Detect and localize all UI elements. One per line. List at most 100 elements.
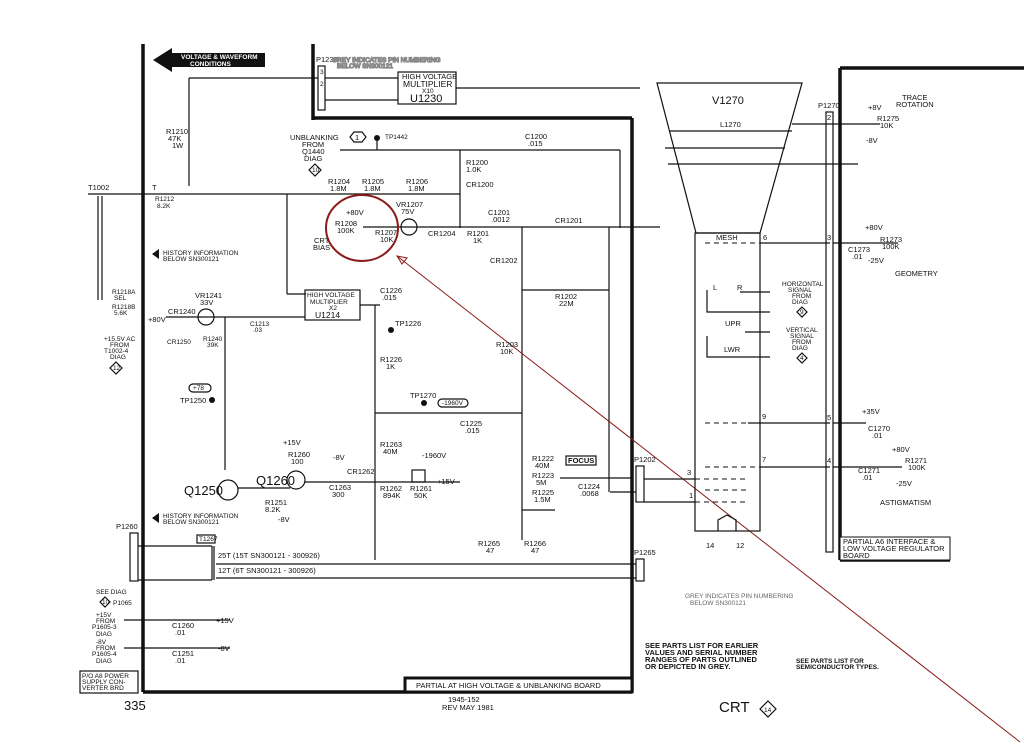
schematic-label: 1.8M	[408, 184, 425, 193]
r1218-network: R1218A SEL R1218B 5.6K +15.5V AC FROM T1…	[104, 289, 136, 375]
schematic-label: FROM	[792, 293, 811, 300]
schematic-wire	[188, 383, 212, 393]
schematic-label: R1265	[478, 539, 500, 548]
schematic-label: T1002-4	[104, 348, 129, 355]
schematic-wire	[129, 532, 139, 582]
schematic-label: R1203	[496, 340, 518, 349]
schematic-label: Q1260	[256, 473, 295, 488]
schematic-label: R1218A	[112, 289, 136, 296]
schematic-label: RANGES OF PARTS OUTLINED	[645, 655, 758, 664]
schematic-label: R1200	[466, 158, 488, 167]
schematic-label: C1225	[460, 419, 482, 428]
schematic-label: PARTIAL A6 INTERFACE &	[843, 537, 935, 546]
deflection-plates: L R UPR LWR HORIZONTAL SIGNAL FROM DIAG …	[706, 281, 824, 364]
schematic-label: -8V	[866, 136, 878, 145]
schematic-label: 100K	[882, 242, 900, 251]
schematic-label: 6	[763, 233, 767, 242]
schematic-label: +8V	[868, 103, 882, 112]
schematic-label: Q1250	[184, 483, 223, 498]
schematic-label: C1260	[172, 621, 194, 630]
schematic-label: U1214	[315, 310, 340, 320]
schematic-label: OR DEPICTED IN GREY.	[645, 662, 730, 671]
schematic-label: TP1442	[385, 134, 408, 141]
schematic-label: 14	[764, 707, 772, 714]
schematic-label: DIAG	[96, 631, 112, 638]
schematic-label: DIAG	[304, 154, 323, 163]
schematic-label: P1260	[116, 522, 138, 531]
history-note-2: HISTORY INFORMATION BELOW SN300121	[152, 513, 239, 526]
schematic-label: R1240	[203, 336, 223, 343]
schematic-label: 3	[320, 69, 324, 76]
schematic-label: SUPPLY CON-	[82, 679, 125, 686]
schematic-label: TP1250	[180, 396, 206, 405]
schematic-wire	[565, 455, 597, 466]
schematic-label: 8.2K	[157, 203, 171, 210]
schematic-label: C1213	[250, 321, 270, 328]
schematic-label: +15V	[283, 438, 301, 447]
schematic-wire	[796, 306, 808, 318]
schematic-label: 47K	[168, 134, 181, 143]
schematic-label: UNBLANKING	[290, 133, 339, 142]
schematic-label: TP1270	[410, 391, 436, 400]
schematic-label: SEE DIAG	[96, 589, 127, 596]
schematic-label: X10	[422, 88, 434, 95]
schematic-label: HORIZONTAL	[782, 281, 824, 288]
schematic-label: LOW VOLTAGE REGULATOR	[843, 544, 945, 553]
grey-pin-note-top-2: BELOW SN300121	[337, 63, 393, 70]
semiconductor-note: SEE PARTS LIST FOR SEMICONDUCTOR TYPES.	[796, 658, 879, 671]
schematic-label: VERTICAL	[786, 327, 818, 334]
schematic-wire	[99, 596, 111, 608]
schematic-label: FROM	[96, 618, 115, 625]
schematic-label: 40M	[383, 447, 398, 456]
schematic-label: 25T (15T SN300121 - 300926)	[218, 551, 320, 560]
schematic-label: +80V	[346, 208, 364, 217]
schematic-label: C1270	[868, 424, 890, 433]
crt-v1270: V1270 L1270 MESH 6 9 7 3 1 14 12	[656, 82, 830, 550]
schematic-wire	[286, 470, 306, 490]
schematic-label: 1K	[386, 362, 395, 371]
schematic-label: .0068	[580, 489, 599, 498]
schematic-label: 12	[113, 365, 121, 372]
schematic-label: R1212	[155, 196, 175, 203]
schematic-label: R1202	[555, 292, 577, 301]
schematic-label: MULTIPLIER	[403, 79, 452, 89]
schematic-label: 1K	[473, 236, 482, 245]
tp1442: 1 TP1442	[349, 131, 408, 143]
schematic-label: 5.6K	[114, 310, 128, 317]
schematic-label: CR1202	[490, 256, 518, 265]
schematic-label: C1200	[525, 132, 547, 141]
schematic-label: 10K	[500, 347, 513, 356]
schematic-label: DIAG	[96, 658, 112, 665]
highlight-annotation	[325, 194, 1021, 743]
schematic-label: CR1204	[428, 229, 456, 238]
schematic-label: 9	[800, 309, 804, 316]
schematic-wire	[437, 398, 469, 408]
schematic-label: R1271	[905, 456, 927, 465]
schematic-label: 1945-152	[448, 695, 480, 704]
schematic-label: SEE PARTS LIST FOR EARLIER	[645, 641, 759, 650]
schematic-wire	[396, 255, 1021, 743]
schematic-label: 1.0K	[466, 165, 481, 174]
schematic-wire	[694, 232, 761, 532]
p1230-connector: P1230 3 2 GREY INDICATES PIN NUMBERING B…	[316, 55, 441, 111]
schematic-label: 14	[706, 541, 714, 550]
schematic-label: .0012	[491, 215, 510, 224]
schematic-label: 12	[736, 541, 744, 550]
schematic-label: 2	[827, 113, 831, 122]
schematic-label: BELOW SN300121	[163, 519, 219, 526]
schematic-label: R1223	[532, 471, 554, 480]
schematic-label: DIAG	[792, 345, 808, 352]
schematic-label: 7	[762, 455, 766, 464]
schematic-label: +15V	[216, 616, 234, 625]
schematic-wire	[217, 479, 239, 501]
schematic-label: 75V	[401, 207, 414, 216]
schematic-label: HIGH VOLTAGE	[307, 292, 355, 299]
schematic-wire	[79, 670, 139, 694]
schematic-label: VERTER BRD	[82, 685, 124, 692]
schematic-wire	[706, 336, 770, 358]
voltage-waveform-arrow[interactable]: VOLTAGE & WAVEFORM CONDITIONS	[153, 48, 265, 72]
schematic-label: T1267	[199, 536, 218, 543]
schematic-label: 894K	[383, 491, 401, 500]
schematic-label: 100	[291, 457, 304, 466]
history-note-1: HISTORY INFORMATION BELOW SN300121	[152, 249, 239, 263]
